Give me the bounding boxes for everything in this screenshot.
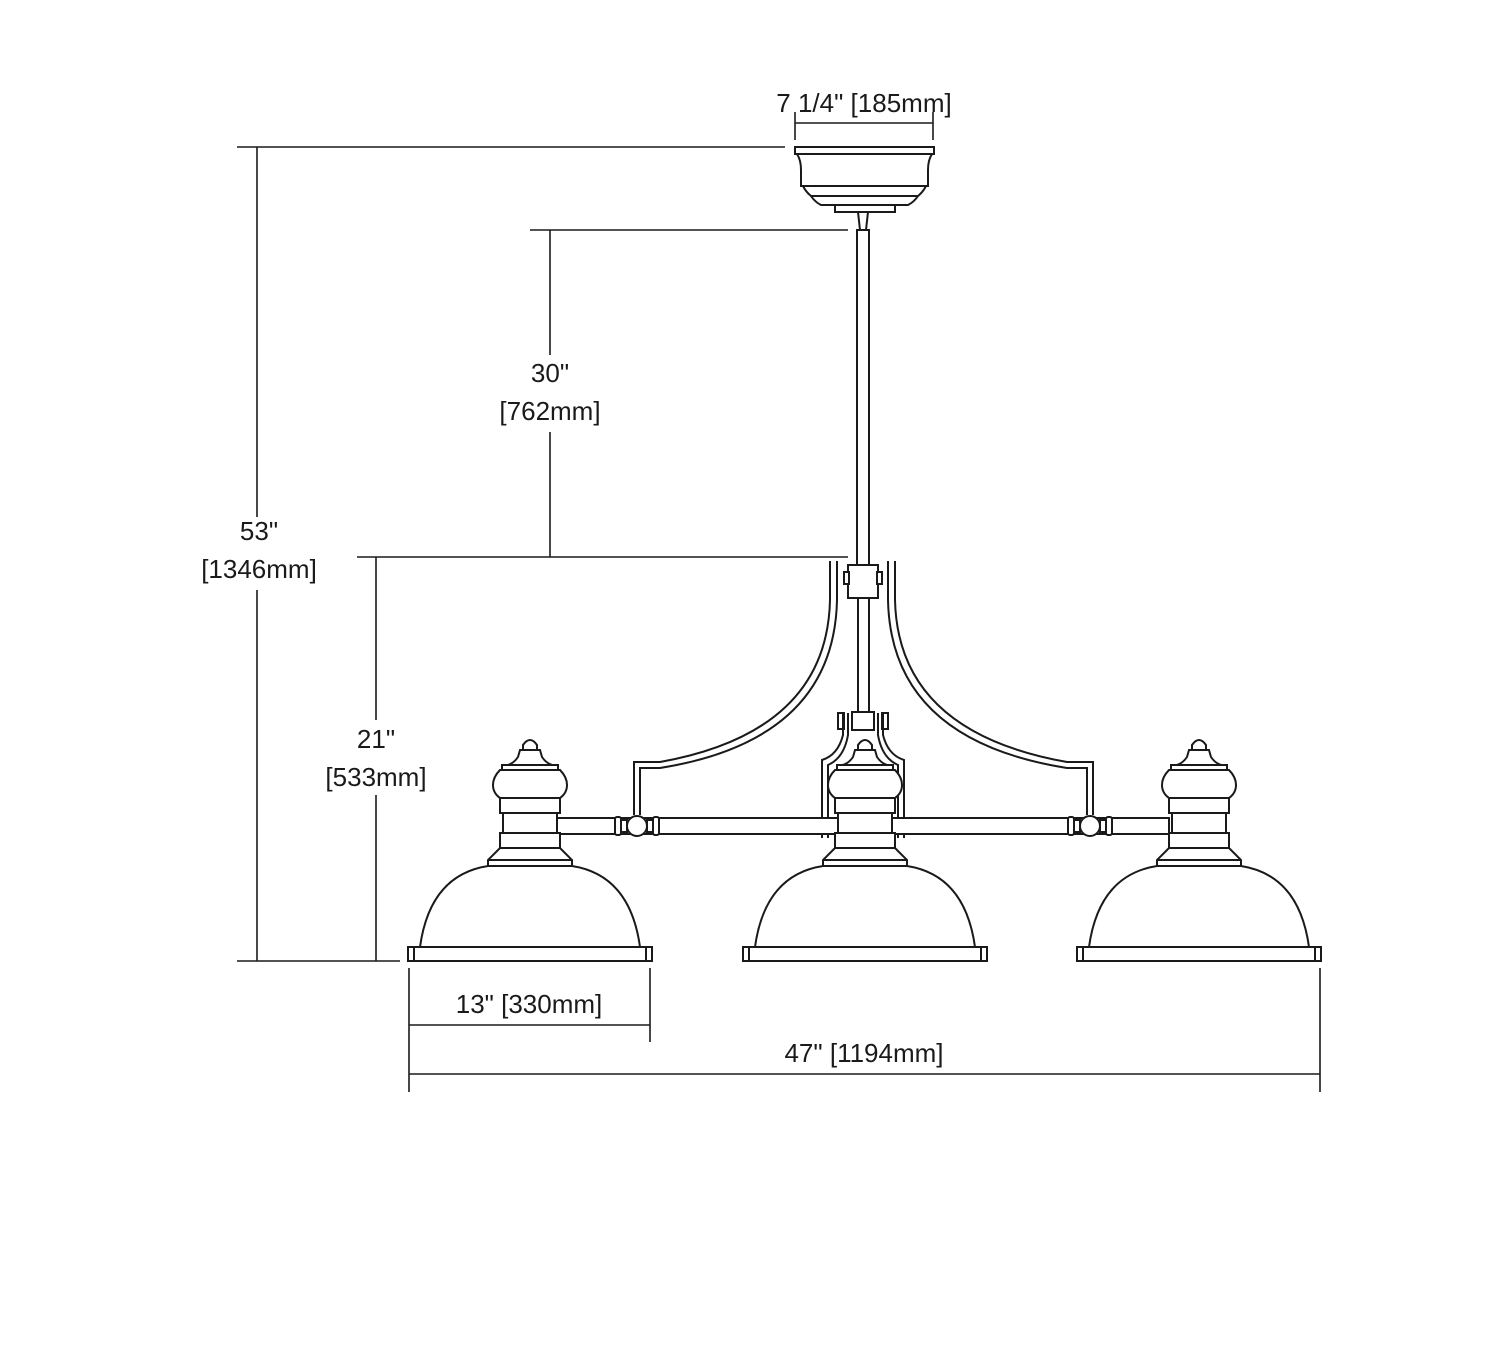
- pendant-right: [1076, 739, 1322, 962]
- canopy-width-label: 7 1/4" [185mm]: [776, 88, 951, 118]
- overall-height-mm-label: [1346mm]: [201, 554, 317, 584]
- stem-height-mm-label: [762mm]: [499, 396, 600, 426]
- stem-rod: [837, 211, 889, 731]
- overall-width-label: 47" [1194mm]: [784, 1038, 943, 1068]
- stem-height-label: 30": [531, 358, 569, 388]
- body-height-label: 21": [357, 724, 395, 754]
- dimension-lines: [237, 112, 1321, 1092]
- pendant-center: [742, 739, 988, 962]
- overall-height-label: 53": [240, 516, 278, 546]
- canopy: [794, 146, 935, 213]
- body-height-mm-label: [533mm]: [325, 762, 426, 792]
- pendant-left: [407, 739, 653, 962]
- shade-width-label: 13" [330mm]: [456, 989, 603, 1019]
- curved-arms: [633, 561, 1094, 838]
